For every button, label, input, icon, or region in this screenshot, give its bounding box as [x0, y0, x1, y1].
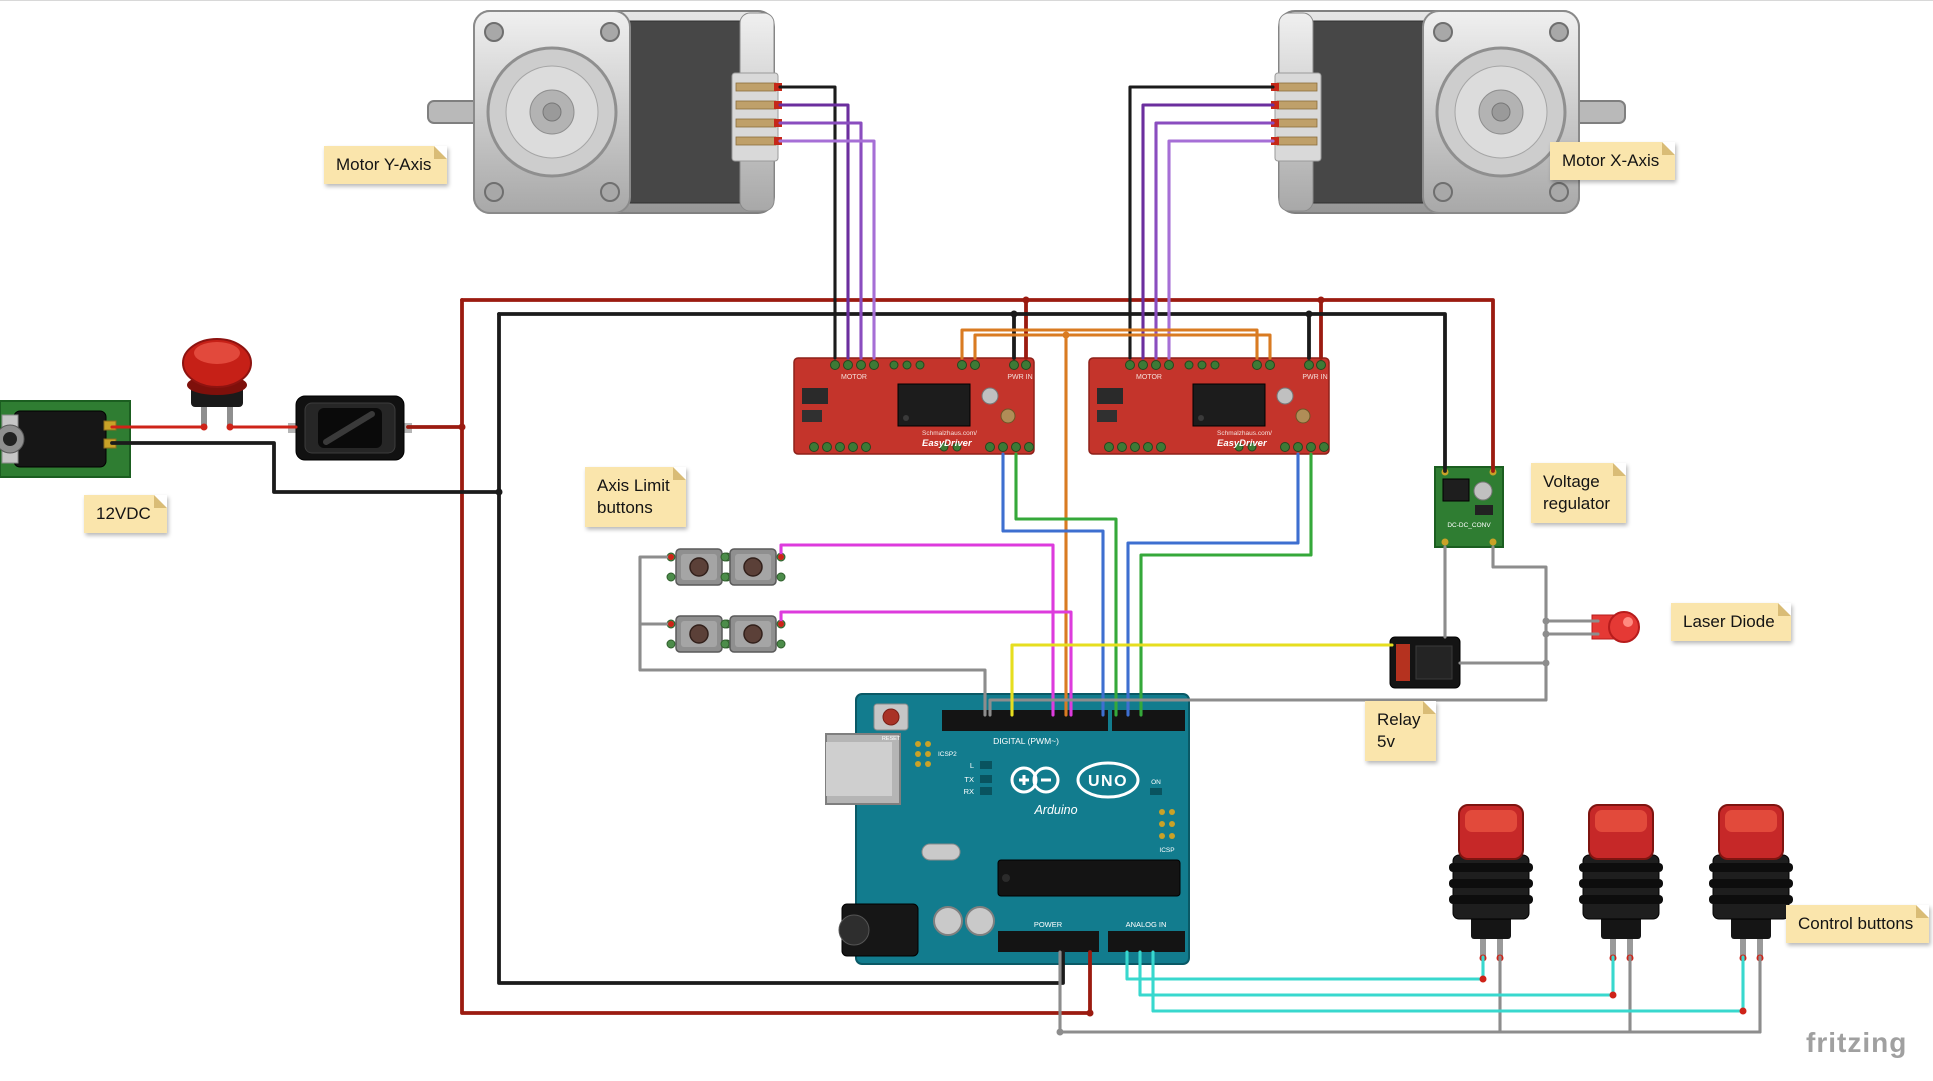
digital-header-left — [942, 710, 1108, 731]
wire-motor-y-3[interactable] — [778, 121, 863, 360]
note-text: Laser Diode — [1683, 612, 1775, 631]
control-button-3[interactable] — [1708, 804, 1794, 963]
power-jack-12vdc[interactable] — [0, 400, 131, 478]
note-text: buttons — [597, 498, 653, 518]
wire-green-y[interactable] — [1014, 452, 1118, 717]
wire-motor-x-2[interactable] — [1141, 103, 1275, 360]
capacitor — [933, 906, 963, 936]
arduino-logo-icon — [1010, 766, 1038, 794]
on-label: ON — [1151, 779, 1161, 786]
voltage-regulator-label: DC-DC_CONV — [1447, 522, 1491, 529]
note-text: Voltage — [1543, 472, 1600, 491]
note-12vdc[interactable]: 12VDC — [84, 495, 167, 534]
wire-orange-2[interactable] — [973, 333, 1272, 360]
rx-label: RX — [964, 787, 974, 796]
note-voltage-regulator[interactable]: Voltage regulator — [1531, 463, 1627, 524]
wire-gnd-left-bottom[interactable] — [497, 312, 1065, 985]
wire-button3-signal[interactable] — [1151, 950, 1745, 1013]
note-relay-5v[interactable]: Relay 5v — [1365, 701, 1437, 762]
wire-blue-x[interactable] — [1126, 452, 1300, 717]
wire-12v-top-to-regulator[interactable] — [460, 298, 1495, 473]
uno-label: UNO — [1088, 773, 1128, 790]
analog-label: ANALOG IN — [1126, 920, 1167, 929]
wire-12v-left-bottom-vin[interactable] — [460, 298, 1092, 1015]
motor-y-axis[interactable] — [426, 9, 784, 215]
wire-motor-y-1[interactable] — [778, 85, 837, 360]
easydriver-x[interactable] — [1088, 357, 1330, 455]
wire-motor-y-4[interactable] — [778, 139, 876, 360]
note-text: regulator — [1543, 494, 1611, 514]
wire-green-x[interactable] — [1139, 452, 1313, 717]
wire-relay-signal[interactable] — [1010, 643, 1394, 717]
digital-label: DIGITAL (PWM~) — [993, 736, 1059, 746]
wire-orange-1[interactable] — [960, 328, 1259, 360]
note-motor-y-axis[interactable]: Motor Y-Axis — [324, 146, 448, 185]
easydriver-y[interactable] — [793, 357, 1035, 455]
wire-limit-1[interactable] — [779, 543, 1055, 717]
reset-label: RESET — [882, 736, 901, 742]
note-text: Axis Limit — [597, 476, 670, 495]
note-laser-diode[interactable]: Laser Diode — [1671, 603, 1791, 642]
rocker-switch[interactable] — [288, 395, 412, 461]
digital-header-right — [1112, 710, 1185, 731]
power-header — [998, 931, 1099, 952]
wire-motor-x-4[interactable] — [1167, 139, 1275, 360]
wire-limit-gnd[interactable] — [638, 555, 987, 717]
note-text: 12VDC — [96, 504, 151, 523]
wire-button2-signal[interactable] — [1138, 950, 1615, 997]
wires — [110, 85, 1762, 1036]
note-text: Relay — [1377, 710, 1421, 729]
voltage-regulator[interactable]: DC-DC_CONV — [1434, 466, 1504, 548]
note-text: Motor X-Axis — [1562, 151, 1660, 170]
power-label: POWER — [1034, 920, 1063, 929]
arduino-brand-label: Arduino — [1033, 803, 1077, 817]
wire-button1-signal[interactable] — [1125, 950, 1485, 981]
tx-label: TX — [964, 775, 974, 784]
note-text: 5v — [1377, 732, 1395, 752]
note-text: Motor Y-Axis — [336, 155, 432, 174]
motor-x-axis[interactable] — [1269, 9, 1627, 215]
atmega-chip — [997, 859, 1181, 897]
icsp-label: ICSP — [1159, 847, 1174, 854]
control-button-2[interactable] — [1578, 804, 1664, 963]
relay-5v[interactable] — [1389, 636, 1461, 689]
wire-motor-x-3[interactable] — [1154, 121, 1275, 360]
wire-blue-y[interactable] — [1001, 452, 1105, 717]
capacitor — [965, 906, 995, 936]
wire-motor-y-2[interactable] — [778, 103, 850, 360]
limit-switch-2[interactable] — [720, 548, 786, 586]
junction-dots — [458, 296, 1747, 1036]
wire-gnd-jack[interactable] — [110, 441, 501, 494]
led-l-label: L — [970, 761, 974, 770]
crystal — [921, 843, 961, 861]
analog-header — [1108, 931, 1185, 952]
icsp2-label: ICSP2 — [938, 751, 957, 758]
note-motor-x-axis[interactable]: Motor X-Axis — [1550, 142, 1676, 181]
limit-switch-4[interactable] — [720, 615, 786, 653]
note-axis-limit-buttons[interactable]: Axis Limit buttons — [585, 467, 686, 528]
emergency-stop-button[interactable] — [182, 338, 252, 431]
arduino-uno[interactable]: RESET ICSP2 DIGITAL (PWM~) L TX RX UNO A… — [825, 693, 1190, 965]
laser-diode[interactable] — [1591, 611, 1640, 643]
wire-gray-long[interactable] — [988, 545, 1548, 717]
wire-motor-x-1[interactable] — [1128, 85, 1275, 360]
control-button-1[interactable] — [1448, 804, 1534, 963]
wire-gnd-top-to-regulator[interactable] — [497, 312, 1447, 473]
wire-limit-2[interactable] — [779, 610, 1073, 717]
note-text: Control buttons — [1798, 914, 1914, 933]
note-control-buttons[interactable]: Control buttons — [1786, 905, 1930, 944]
fritzing-watermark: fritzing — [1806, 1027, 1908, 1058]
